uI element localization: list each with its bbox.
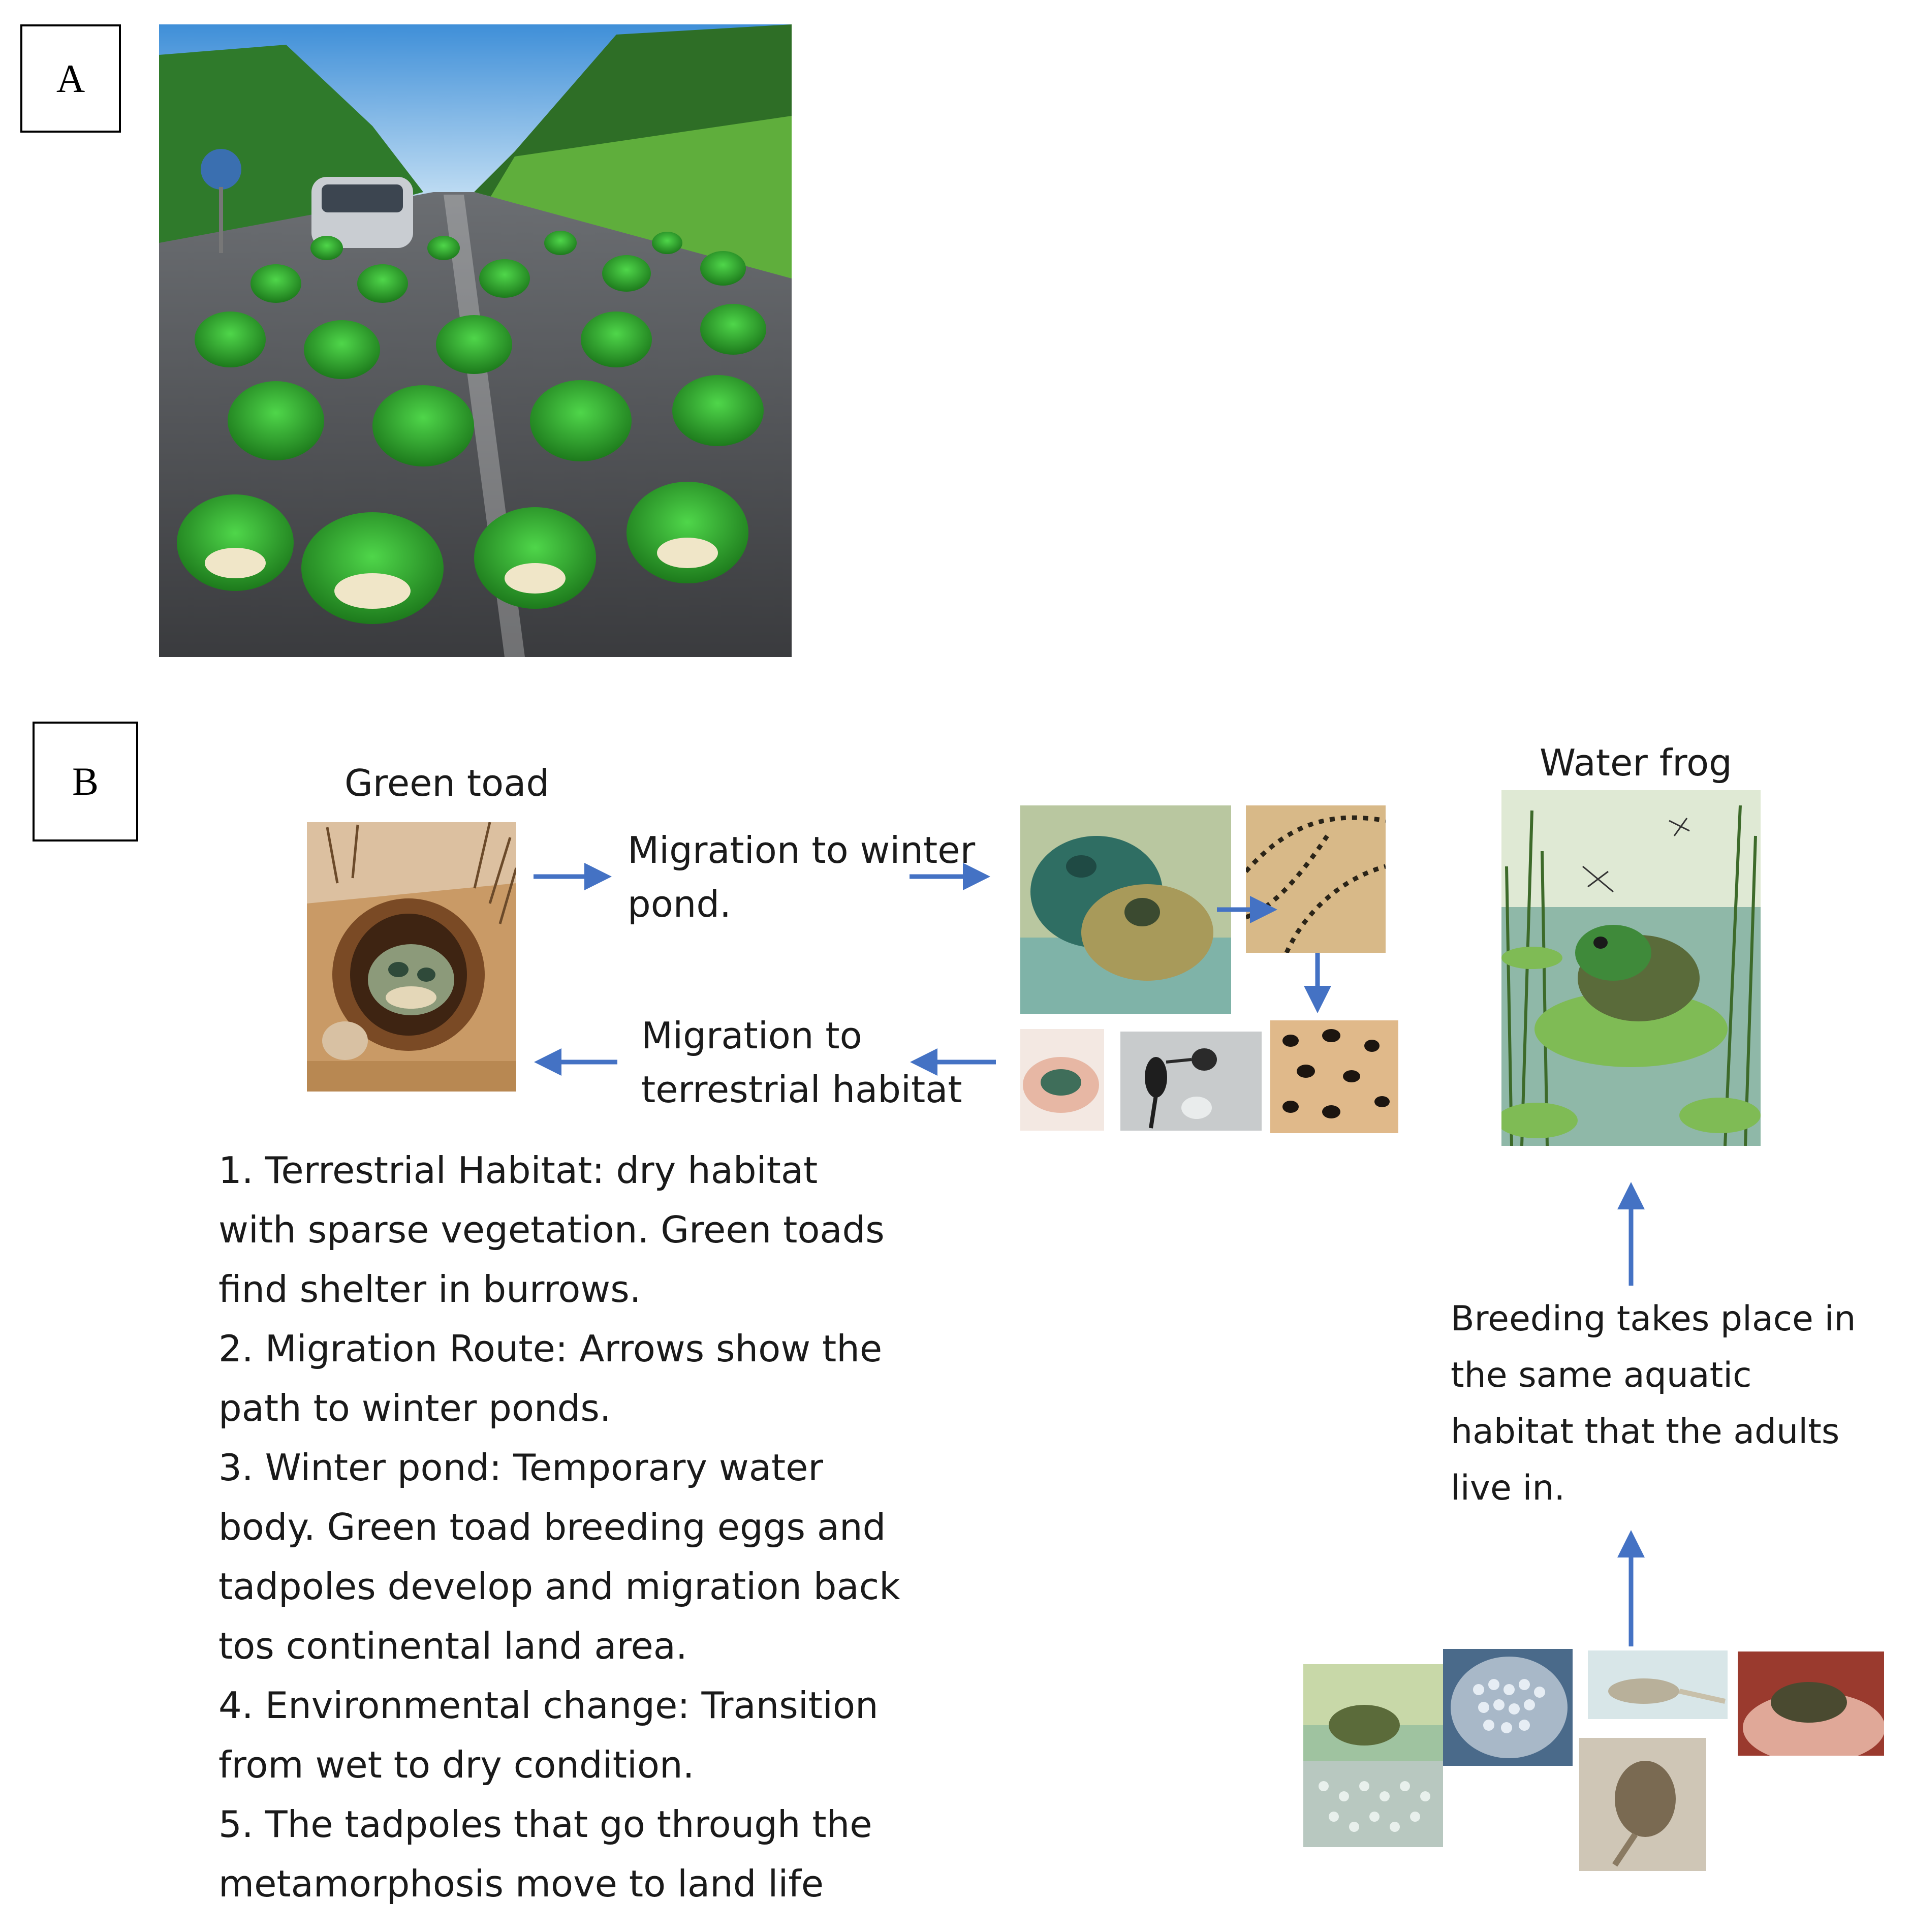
toad-in-burrow-image (307, 822, 516, 1092)
note-line: from wet to dry condition. (218, 1743, 695, 1786)
migration-to-winter-line-2: pond. (628, 883, 731, 925)
note-line: 2. Migration Route: Arrows show the (218, 1327, 883, 1370)
water-frog-title: Water frog (1540, 741, 1732, 784)
note-line: 5. The tadpoles that go through the (218, 1803, 872, 1846)
panel-b-label-text: B (72, 759, 99, 803)
breeding-description: Breeding takes place in the same aquatic… (1451, 1291, 1856, 1516)
note-line: find shelter in burrows. (218, 1268, 641, 1311)
breeding-line-2: the same aquatic (1451, 1355, 1752, 1395)
road-with-green-toads-photo (159, 24, 792, 657)
frog-on-lily-pad-image (1501, 790, 1761, 1146)
panel-a-label-text: A (56, 56, 85, 101)
note-line: body. Green toad breeding eggs and (218, 1506, 886, 1548)
note-line: path to winter ponds. (218, 1387, 611, 1429)
note-line: 4. Environmental change: Transition (218, 1684, 879, 1727)
migration-to-terrestrial-label: Migration to terrestrial habitat (641, 1009, 962, 1116)
frog-spawn-image (1443, 1649, 1573, 1766)
note-line: tadpoles develop and migration back (218, 1565, 900, 1608)
habitat-notes: 1. Terrestrial Habitat: dry habitat with… (218, 1141, 900, 1914)
note-line: 1. Terrestrial Habitat: dry habitat (218, 1149, 818, 1192)
note-line: tos continental land area. (218, 1625, 687, 1667)
migration-to-terrestrial-line-1: Migration to (641, 1014, 862, 1057)
toads-mating-image (1020, 805, 1231, 1014)
migration-to-terrestrial-line-2: terrestrial habitat (641, 1068, 962, 1111)
tadpole-legs-image (1588, 1650, 1728, 1719)
note-line: with sparse vegetation. Green toads (218, 1208, 885, 1251)
tadpoles-group-image (1270, 1020, 1398, 1133)
breeding-line-4: live in. (1451, 1468, 1565, 1508)
young-frog-on-hand-image (1738, 1651, 1884, 1756)
toadlet-on-finger-image (1020, 1029, 1104, 1131)
froglet-image (1579, 1738, 1706, 1871)
note-line: metamorphosis move to land life (218, 1862, 824, 1905)
tadpole-image (1120, 1032, 1262, 1131)
panel-a-label: A (20, 24, 121, 133)
migration-to-winter-line-1: Migration to winter (628, 829, 976, 871)
frogs-in-pond-eggs-image (1303, 1664, 1443, 1847)
panel-b-label: B (33, 722, 138, 842)
breeding-line-1: Breeding takes place in (1451, 1299, 1856, 1339)
migration-to-winter-label: Migration to winter pond. (628, 823, 975, 931)
note-line: 3. Winter pond: Temporary water (218, 1446, 823, 1489)
green-toad-title: Green toad (344, 762, 550, 804)
breeding-line-3: habitat that the adults (1451, 1412, 1840, 1452)
